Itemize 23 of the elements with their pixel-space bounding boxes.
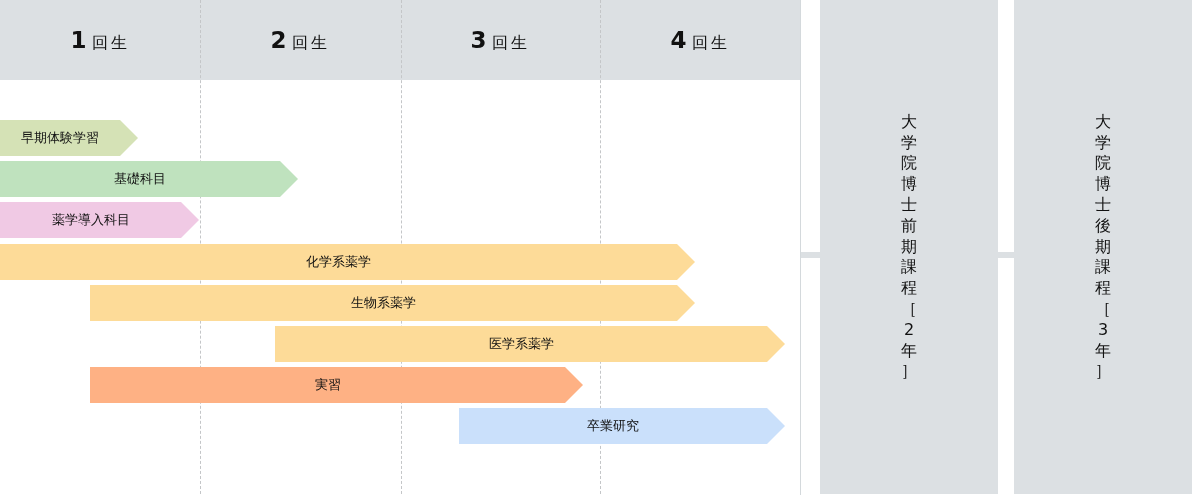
course-bar <box>90 367 583 403</box>
course-bar <box>459 408 785 444</box>
program-band <box>1014 0 1192 494</box>
program-label: 大学院博士後期課程［3年］ <box>1094 111 1112 383</box>
timeline-panel <box>0 0 801 495</box>
connector-bar <box>998 252 1014 258</box>
course-bar <box>0 120 138 156</box>
course-label: 薬学導入科目 <box>51 212 130 228</box>
course-label: 実習 <box>314 377 341 393</box>
course-label: 早期体験学習 <box>21 130 99 146</box>
course-label: 卒業研究 <box>587 418 639 434</box>
course-label: 生物系薬学 <box>351 295 416 311</box>
program-label: 大学院博士前期課程［2年］ <box>900 111 918 383</box>
program-band <box>820 0 998 494</box>
course-bar <box>0 244 695 280</box>
course-label: 医学系薬学 <box>488 336 554 352</box>
course-bar <box>0 161 298 197</box>
course-bar <box>0 202 199 238</box>
course-label: 基礎科目 <box>114 171 166 187</box>
connector-bar <box>801 252 820 258</box>
course-bar <box>90 285 695 321</box>
course-bar <box>275 326 785 362</box>
course-label: 化学系薬学 <box>306 254 371 270</box>
